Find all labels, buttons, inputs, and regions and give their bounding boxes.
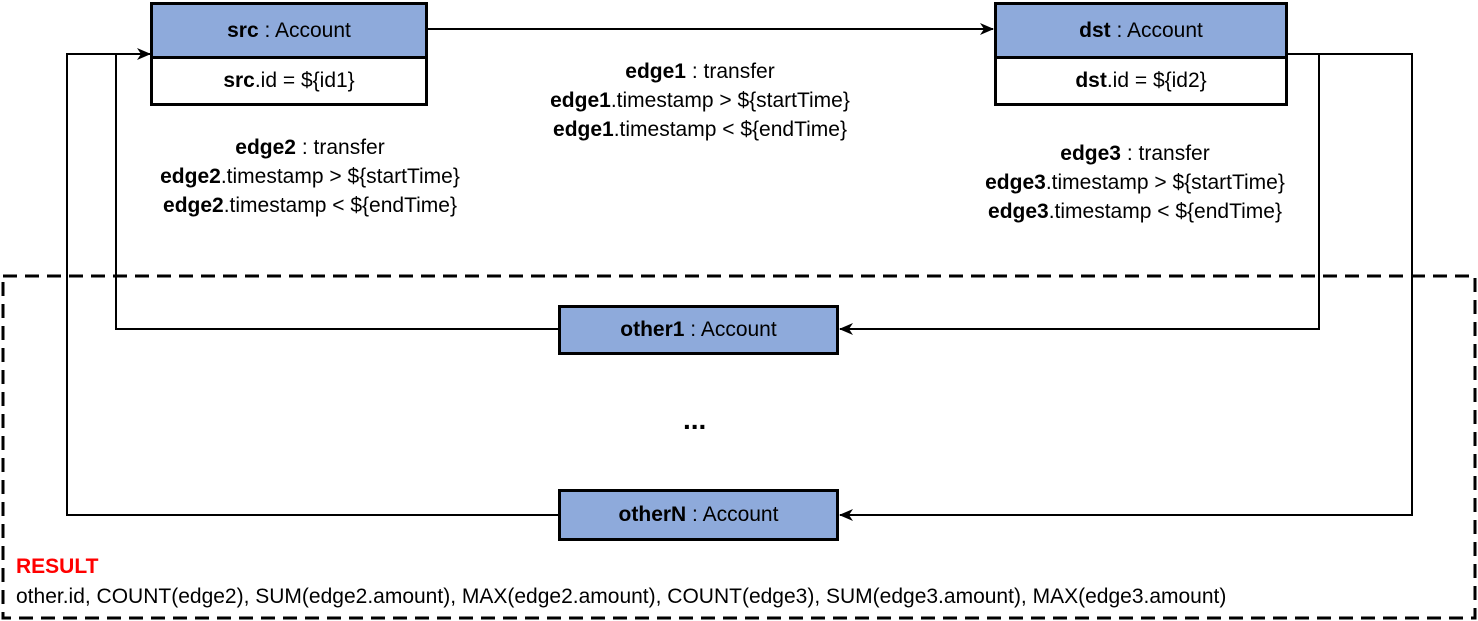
- edge1-cond2-var: edge1: [553, 118, 614, 141]
- node-dst-name: dst: [1079, 18, 1111, 42]
- node-otherN: otherN : Account: [558, 489, 839, 541]
- edge3-otherN-line: [839, 53, 1413, 521]
- edge3-cond1-var: edge3: [985, 171, 1046, 194]
- edge1-cond1-var: edge1: [550, 89, 611, 112]
- edge3-cond2-var: edge3: [988, 200, 1049, 223]
- edge2-cond1-var: edge2: [160, 165, 221, 188]
- node-src-prop-var: src: [223, 69, 255, 92]
- node-other1: other1 : Account: [558, 305, 839, 355]
- node-src: src : Account src.id = ${id1}: [150, 2, 428, 106]
- result-columns: other.id, COUNT(edge2), SUM(edge2.amount…: [16, 585, 1227, 608]
- edge2-other1-line: [115, 48, 558, 330]
- node-src-name: src: [227, 18, 259, 42]
- edge2-type: : transfer: [296, 136, 385, 159]
- edge2-label: edge2 : transfer edge2.timestamp > ${sta…: [110, 133, 510, 220]
- edge2-cond2-var: edge2: [163, 194, 224, 217]
- edge3-other1-line: [839, 53, 1320, 335]
- edge2-name: edge2: [235, 136, 296, 159]
- node-src-type: : Account: [258, 18, 351, 42]
- edge3-name: edge3: [1060, 142, 1121, 165]
- edge3-cond1: .timestamp > ${startTime}: [1045, 171, 1285, 194]
- edge1-type: : transfer: [686, 60, 775, 83]
- node-dst: dst : Account dst.id = ${id2}: [994, 2, 1288, 106]
- node-dst-header: dst : Account: [997, 5, 1285, 56]
- edge1-cond1: .timestamp > ${startTime}: [610, 89, 850, 112]
- edge3-cond2: .timestamp < ${endTime}: [1048, 200, 1282, 223]
- node-src-prop-rest: .id = ${id1}: [254, 69, 355, 92]
- edge3-label: edge3 : transfer edge3.timestamp > ${sta…: [935, 139, 1335, 226]
- node-dst-prop-rest: .id = ${id2}: [1106, 69, 1207, 92]
- node-src-header: src : Account: [153, 5, 425, 56]
- node-src-property: src.id = ${id1}: [153, 56, 425, 103]
- node-otherN-name: otherN: [618, 503, 687, 526]
- node-dst-property: dst.id = ${id2}: [997, 56, 1285, 103]
- edge2-cond1: .timestamp > ${startTime}: [220, 165, 460, 188]
- node-other1-type: : Account: [684, 318, 777, 341]
- result-region-border: [1, 274, 1477, 620]
- edge1-name: edge1: [625, 60, 686, 83]
- ellipsis-more-nodes: ...: [683, 404, 707, 435]
- result-title: RESULT: [16, 555, 99, 578]
- node-otherN-type: : Account: [686, 503, 779, 526]
- edge2-cond2: .timestamp < ${endTime}: [223, 194, 457, 217]
- edge3-type: : transfer: [1121, 142, 1210, 165]
- edge1-cond2: .timestamp < ${endTime}: [613, 118, 847, 141]
- edge1-label: edge1 : transfer edge1.timestamp > ${sta…: [500, 57, 900, 144]
- node-dst-type: : Account: [1110, 18, 1203, 42]
- node-dst-prop-var: dst: [1075, 69, 1107, 92]
- node-other1-name: other1: [620, 318, 685, 341]
- edge2-otherN-line: [66, 53, 558, 516]
